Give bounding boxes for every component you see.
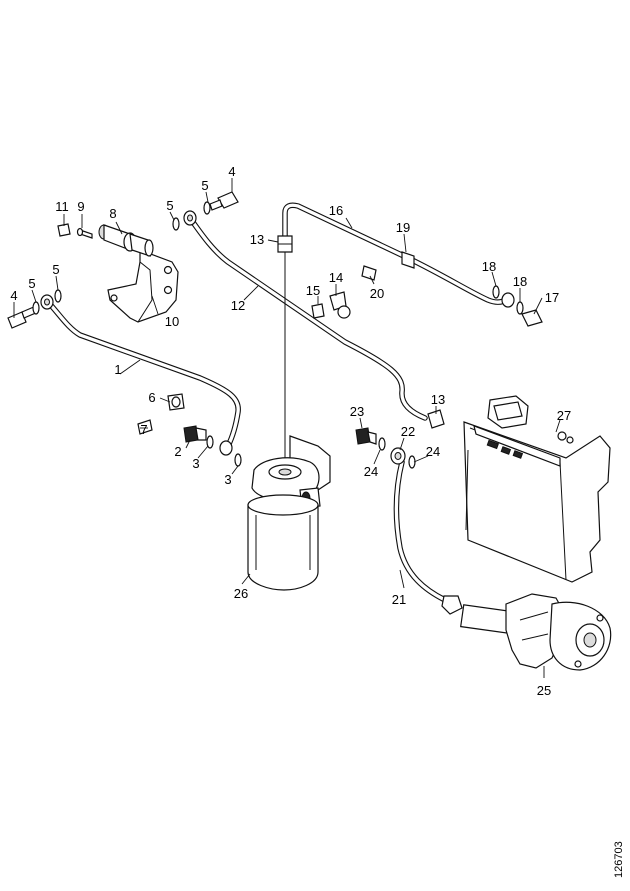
banjo-18 <box>501 292 515 308</box>
callout-4a: 4 <box>10 288 17 303</box>
callout-17: 17 <box>545 290 559 305</box>
callout-24b: 24 <box>426 444 440 459</box>
callout-23: 23 <box>350 404 364 419</box>
fuel-pipe-16 <box>282 202 511 305</box>
bolt-11 <box>57 223 71 237</box>
washer-5-top-a <box>172 217 180 231</box>
callout-2: 2 <box>174 444 181 459</box>
fuel-filter-26 <box>247 494 319 591</box>
bolt-4-top <box>209 191 239 211</box>
callout-5d: 5 <box>201 178 208 193</box>
callout-6: 6 <box>148 390 155 405</box>
leader-lines <box>13 178 561 678</box>
callout-8: 8 <box>109 206 116 221</box>
callout-9: 9 <box>77 199 84 214</box>
bolt-15 <box>311 303 325 319</box>
nipple-2 <box>183 425 207 443</box>
callout-19: 19 <box>396 220 410 235</box>
washer-3-b <box>234 453 242 467</box>
callout-labels: 1 2 3 3 4 4 5 5 5 5 6 7 8 9 10 11 12 13 … <box>10 164 571 698</box>
nipple-23 <box>355 427 377 445</box>
callout-10: 10 <box>165 314 179 329</box>
banjo-3 <box>219 440 233 456</box>
callout-13a: 13 <box>250 232 264 247</box>
banjo-5-left-b <box>40 294 54 310</box>
callout-16: 16 <box>329 203 343 218</box>
bracket-10 <box>107 249 179 323</box>
sensor-8 <box>98 224 154 257</box>
washer-3-a <box>206 435 214 449</box>
washer-5-left-c <box>54 289 62 303</box>
fuel-pump-25 <box>441 593 612 671</box>
washer-18-a <box>492 285 500 299</box>
callout-3a: 3 <box>192 456 199 471</box>
washer-5-top-b <box>203 201 211 215</box>
callout-1: 1 <box>114 362 121 377</box>
callout-25: 25 <box>537 683 551 698</box>
callout-11: 11 <box>55 199 69 214</box>
callout-3b: 3 <box>224 472 231 487</box>
callout-27: 27 <box>557 408 571 423</box>
callout-15: 15 <box>306 283 320 298</box>
drawing-number: 126703 <box>613 841 625 878</box>
callout-5b: 5 <box>52 262 59 277</box>
banjo-22 <box>390 447 406 465</box>
callout-13b: 13 <box>431 392 445 407</box>
callout-22: 22 <box>401 424 415 439</box>
washer-24-a <box>378 437 386 451</box>
callout-14: 14 <box>329 270 343 285</box>
fuel-pipe-1 <box>45 299 241 449</box>
callout-5a: 5 <box>28 276 35 291</box>
screw-7 <box>137 419 153 435</box>
clip-19 <box>401 251 415 269</box>
fuel-pipe-12 <box>187 215 428 421</box>
callout-26: 26 <box>234 586 248 601</box>
banjo-5-top <box>183 210 197 226</box>
washer-5-left-a <box>32 301 40 315</box>
callout-5c: 5 <box>166 198 173 213</box>
screw-9 <box>76 227 93 239</box>
control-unit-27 <box>463 395 611 583</box>
callout-24a: 24 <box>364 464 378 479</box>
fuel-pipe-21 <box>393 459 448 603</box>
callout-18a: 18 <box>482 259 496 274</box>
bracket-14 <box>329 291 351 319</box>
bolt-20 <box>361 265 377 281</box>
bolt-17 <box>521 309 543 327</box>
callout-4b: 4 <box>228 164 235 179</box>
callout-20: 20 <box>370 286 384 301</box>
callout-7: 7 <box>140 422 147 437</box>
callout-18b: 18 <box>513 274 527 289</box>
fitting-13-top <box>277 235 293 253</box>
callout-12: 12 <box>231 298 245 313</box>
washer-18-b <box>516 301 524 315</box>
callout-21: 21 <box>392 592 406 607</box>
clip-6 <box>167 393 185 411</box>
